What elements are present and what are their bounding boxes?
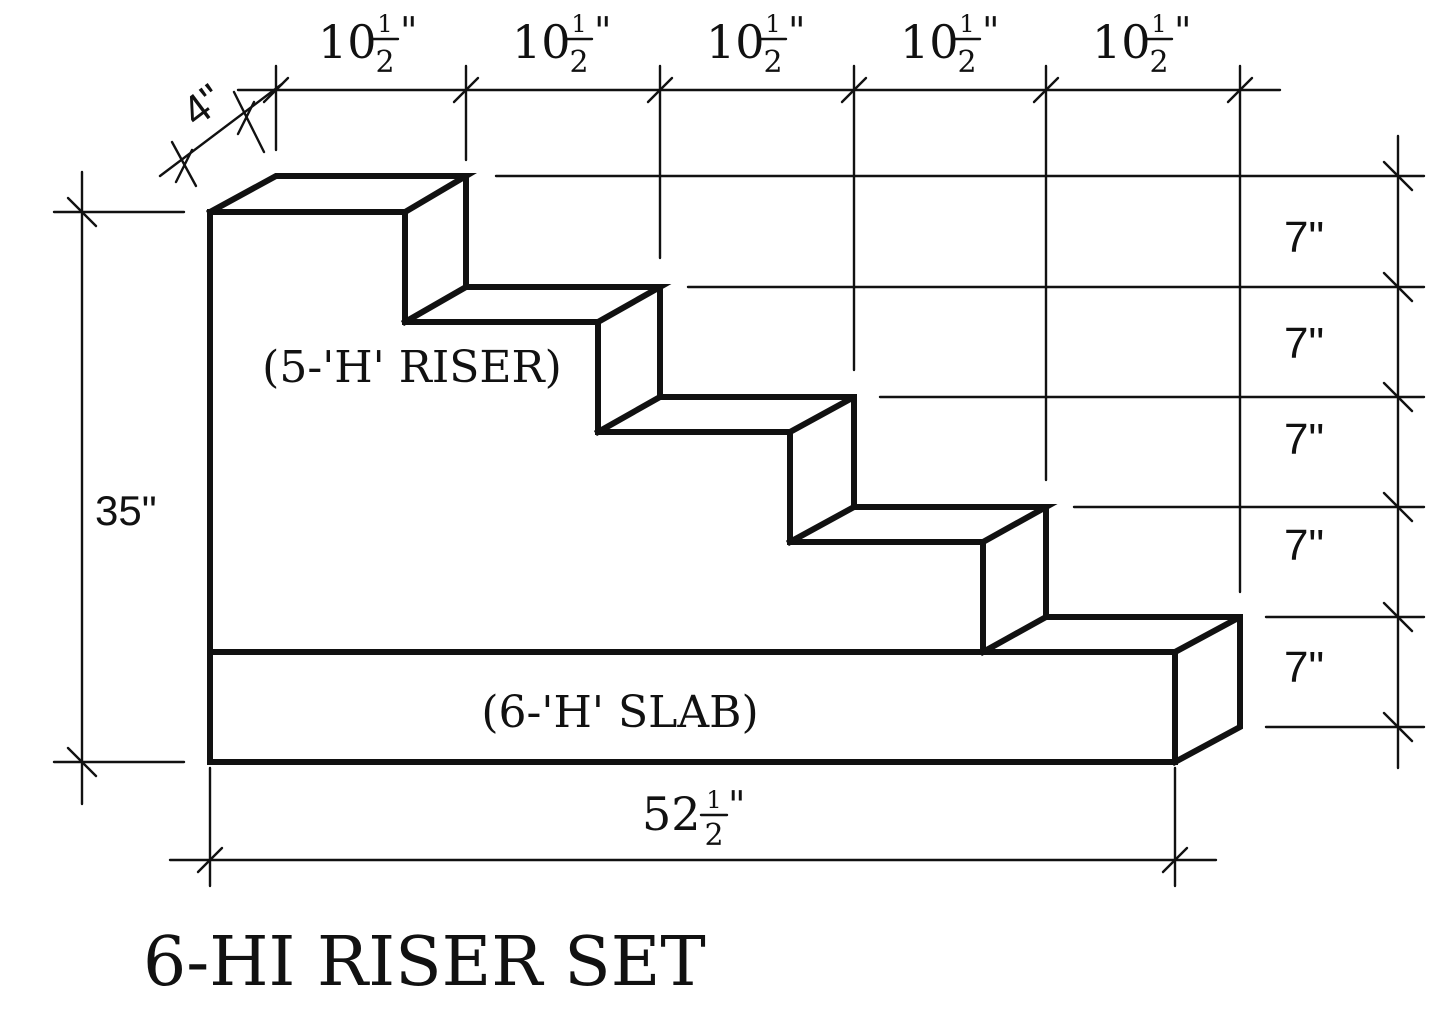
total-width-numerator: 1 <box>706 786 721 814</box>
tread-dimension-lines <box>236 64 1282 594</box>
tread-label-5: 10 1 2 " <box>1092 9 1191 80</box>
riser-set-outline <box>205 173 1243 767</box>
tread-denominator: 2 <box>375 45 394 80</box>
tread-whole: 10 <box>318 15 377 69</box>
tread-numerator: 1 <box>377 10 392 38</box>
tread-whole: 10 <box>512 15 571 69</box>
depth-extension-back <box>232 90 266 154</box>
riser-top-step-2 <box>400 282 672 327</box>
riser-top-step-4 <box>785 502 1058 547</box>
tread-label-3: 10 1 2 " <box>706 9 805 80</box>
rise-label-4: 7" <box>1284 521 1324 570</box>
rise-tick-1 <box>1382 160 1414 192</box>
rise-tick-6 <box>1382 711 1414 743</box>
riser-label: (5-'H' RISER) <box>262 342 562 393</box>
riser-top-step-1 <box>205 173 477 217</box>
tread-tick-3 <box>840 76 868 104</box>
total-width-label: 52 1 2 " <box>642 783 745 853</box>
height-tick-bottom <box>66 746 98 778</box>
tread-denominator: 2 <box>957 45 976 80</box>
rise-label-1: 7" <box>1284 213 1324 262</box>
rise-label-5: 7" <box>1284 643 1324 692</box>
rise-labels: 7" 7" 7" 7" 7" <box>1284 213 1324 692</box>
depth-dimension: 4" <box>158 75 284 188</box>
tread-suffix: " <box>1174 9 1191 53</box>
tread-tick-4 <box>1032 76 1060 104</box>
tread-suffix: " <box>982 9 999 53</box>
depth-tick-front <box>174 148 194 184</box>
tread-denominator: 2 <box>763 45 782 80</box>
tread-denominator: 2 <box>1149 45 1168 80</box>
tread-label-4: 10 1 2 " <box>900 9 999 80</box>
slab-top-edge <box>978 614 1242 657</box>
tread-numerator: 1 <box>959 10 974 38</box>
rise-label-2: 7" <box>1284 319 1324 368</box>
rise-label-3: 7" <box>1284 415 1324 464</box>
rise-tick-2 <box>1382 271 1414 303</box>
slab-label: (6-'H' SLAB) <box>481 687 758 738</box>
width-tick-right <box>1161 846 1189 874</box>
tread-labels: 10 1 2 " 10 1 2 " 10 1 2 " 10 1 2 " <box>318 9 1191 80</box>
rise-tick-4 <box>1382 491 1414 523</box>
riser-top-step-3 <box>593 392 856 437</box>
tread-label-2: 10 1 2 " <box>512 9 611 80</box>
tread-tick-1 <box>452 76 480 104</box>
tread-numerator: 1 <box>765 10 780 38</box>
tread-whole: 10 <box>900 15 959 69</box>
tread-suffix: " <box>594 9 611 53</box>
width-tick-left <box>196 846 224 874</box>
depth-label: 4" <box>173 75 232 136</box>
tread-whole: 10 <box>706 15 765 69</box>
tread-numerator: 1 <box>571 10 586 38</box>
rise-tick-3 <box>1382 381 1414 413</box>
tread-whole: 10 <box>1092 15 1151 69</box>
rise-tick-5 <box>1382 601 1414 633</box>
drawing-title: 6-HI RISER SET <box>143 923 706 1002</box>
height-tick-top <box>66 196 98 228</box>
depth-tick-back <box>236 100 256 136</box>
rise-dimension-lines <box>494 134 1426 770</box>
tread-tick-2 <box>646 76 674 104</box>
height-dimension: 35" <box>52 170 186 806</box>
total-width-suffix: " <box>728 783 745 827</box>
total-width-whole: 52 <box>642 787 701 841</box>
tread-denominator: 2 <box>569 45 588 80</box>
tread-suffix: " <box>788 9 805 53</box>
slab-side-edge <box>1170 614 1243 767</box>
total-height-label: 35" <box>95 487 157 534</box>
width-dimension: 52 1 2 " <box>168 766 1218 888</box>
depth-dimension-line <box>158 82 284 178</box>
tread-label-1: 10 1 2 " <box>318 9 417 80</box>
tread-tick-5 <box>1226 76 1254 104</box>
tread-suffix: " <box>400 9 417 53</box>
tread-numerator: 1 <box>1151 10 1166 38</box>
total-width-denominator: 2 <box>704 818 723 853</box>
